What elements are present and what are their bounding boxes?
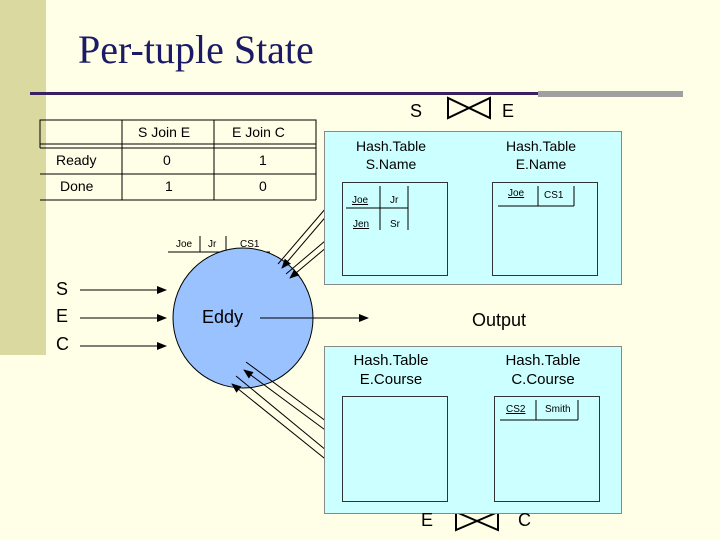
row-label-done: Done xyxy=(60,178,94,194)
cell-ready-e-join-c: 1 xyxy=(259,152,267,168)
eddy-label: Eddy xyxy=(202,307,244,327)
join-bottom-left: E xyxy=(421,510,434,530)
s-name-row2-level: Sr xyxy=(390,219,400,230)
hashtable-s-name-label2: S.Name xyxy=(365,156,417,172)
s-name-row1-level: Jr xyxy=(390,195,399,206)
cell-ready-s-join-e: 0 xyxy=(163,152,171,168)
cell-done-e-join-c: 0 xyxy=(259,178,267,194)
join-bottom-right: C xyxy=(518,510,531,530)
hashtable-c-course xyxy=(494,396,600,502)
s-name-row-lines xyxy=(346,186,409,230)
input-s-label: S xyxy=(56,279,69,299)
hashtable-c-course-label2: C.Course xyxy=(511,371,575,388)
hashtable-s-name-label1: Hash.Table xyxy=(355,138,427,154)
hashtable-e-course-label2: E.Course xyxy=(359,371,423,388)
hashtable-e-name-label1: Hash.Table xyxy=(505,138,577,154)
join-top-left: S xyxy=(410,101,423,121)
tuple-field-course: CS1 xyxy=(240,239,260,250)
col-header-e-join-c: E Join C xyxy=(232,124,285,140)
lower-double-arrows xyxy=(231,361,339,467)
state-table-lines xyxy=(39,119,317,201)
e-name-row1-course: CS1 xyxy=(544,190,564,201)
join-top-right: E xyxy=(502,101,515,121)
input-c-label: C xyxy=(56,334,69,354)
row-label-ready: Ready xyxy=(56,152,97,168)
s-name-row2-name: Jen xyxy=(353,219,370,230)
cell-done-s-join-e: 1 xyxy=(165,178,173,194)
title-rule xyxy=(30,92,538,95)
c-course-row1-course: CS2 xyxy=(506,404,526,415)
e-name-row1-name: Joe xyxy=(508,188,525,199)
tuple-field-name: Joe xyxy=(176,239,193,250)
hashtable-c-course-label1: Hash.Table xyxy=(505,352,581,369)
input-arrows xyxy=(80,286,167,350)
col-header-s-join-e: S Join E xyxy=(138,124,191,140)
c-course-row-lines xyxy=(500,400,579,421)
input-e-label: E xyxy=(56,306,69,326)
hashtable-e-course-label1: Hash.Table xyxy=(353,352,429,369)
hashtable-panel-lower xyxy=(324,346,622,514)
s-name-row1-name: Joe xyxy=(352,195,369,206)
tuple-field-level: Jr xyxy=(208,239,217,250)
page-title: Per-tuple State xyxy=(78,27,314,72)
hashtable-e-course xyxy=(342,396,448,502)
hashtable-s-name xyxy=(342,182,448,276)
hashtable-e-name xyxy=(492,182,598,276)
c-course-row1-instructor: Smith xyxy=(545,404,571,415)
sidebar-accent xyxy=(0,0,46,355)
title-rule-accent xyxy=(538,91,683,97)
output-label: Output xyxy=(472,310,527,330)
hashtable-e-name-label2: E.Name xyxy=(515,156,567,172)
e-name-row-lines xyxy=(498,186,575,207)
